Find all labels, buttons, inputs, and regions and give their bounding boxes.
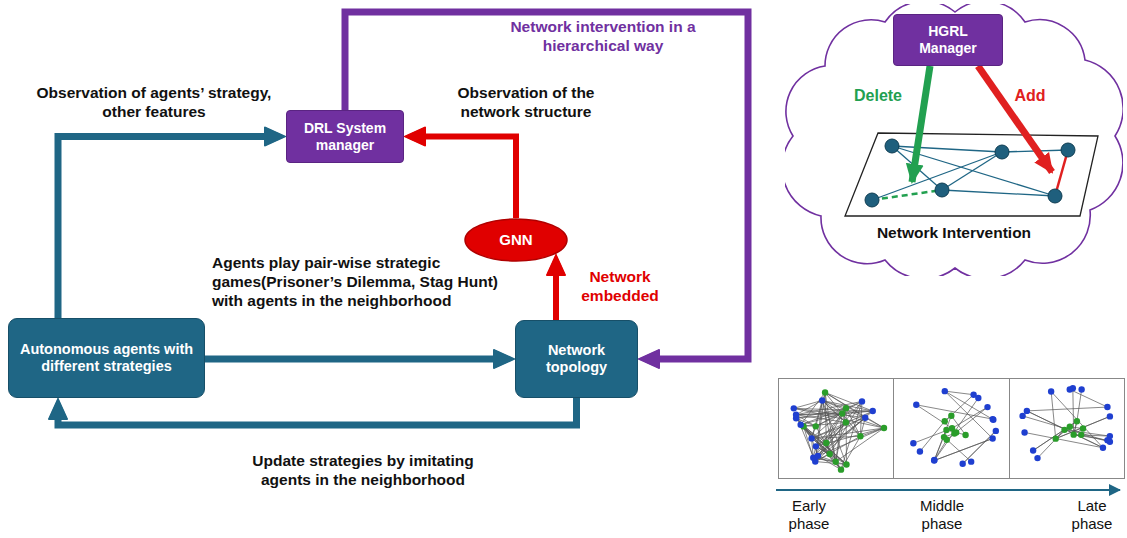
- delete-arrow: [912, 66, 930, 182]
- phase-panels: [779, 379, 1125, 479]
- node-text: Autonomous agents with different strateg…: [17, 341, 196, 376]
- node-text: GNN: [499, 231, 532, 249]
- network-plane: [845, 133, 1098, 216]
- node-text: HGRL Manager: [900, 23, 996, 57]
- edge-label: Agents play pair-wise strategic games(Pr…: [212, 254, 508, 311]
- agents-box: Autonomous agents with different strateg…: [8, 318, 205, 398]
- action-label: Add: [1010, 86, 1050, 105]
- topology-box: Network topology: [515, 320, 638, 398]
- connector-arrow: [205, 349, 515, 369]
- connector-arrow: [345, 12, 748, 369]
- edge-label: Observation of agents’ strategy, other f…: [36, 84, 272, 122]
- gnn-ellipse: GNN: [464, 218, 568, 262]
- add-arrow: [978, 66, 1052, 172]
- action-label: Delete: [848, 86, 908, 105]
- node-text: DRL System manager: [293, 120, 397, 154]
- phase-label: Middle phase: [912, 497, 972, 533]
- node-text: Network topology: [524, 342, 629, 377]
- connector-arrow: [404, 127, 516, 219]
- plane-nodes: [865, 139, 1075, 207]
- deleted-link: [872, 190, 942, 200]
- intervention-cloud: Network Intervention HGRL Manager: [785, 4, 1123, 276]
- time-axis: [776, 489, 1120, 491]
- manager-box: DRL System manager: [286, 110, 404, 163]
- phase-graphs: [791, 385, 1114, 473]
- phase-label: Late phase: [1064, 497, 1120, 533]
- edge-label: Update strategies by imitating agents in…: [228, 452, 498, 490]
- connector-arrow: [546, 254, 566, 320]
- phase-label: Early phase: [782, 497, 836, 533]
- connector-arrow: [48, 398, 577, 425]
- hgrl-manager-box: HGRL Manager: [893, 14, 1003, 66]
- edge-label: Network embedded: [578, 268, 662, 306]
- edge-label: Observation of the network structure: [428, 84, 624, 122]
- edge-label: Network intervention in a hierarchical w…: [492, 18, 714, 56]
- node-text: Network Intervention: [785, 224, 1123, 243]
